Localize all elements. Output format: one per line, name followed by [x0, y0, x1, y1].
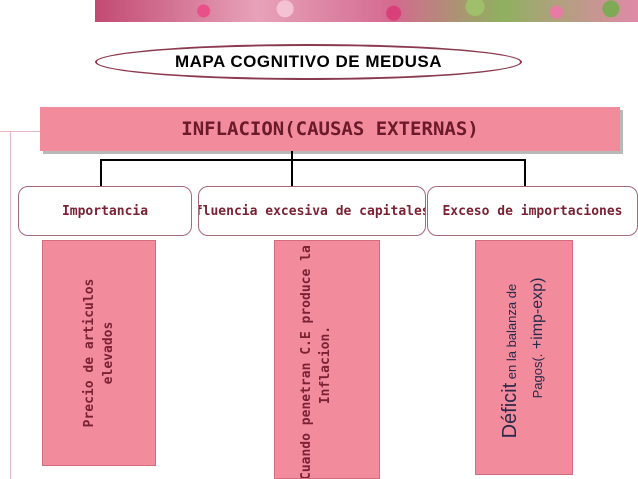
diagram-title-text: MAPA COGNITIVO DE MEDUSA — [174, 52, 442, 71]
connector-right — [524, 159, 526, 186]
detail-line: Pagos(. +imp-exp) — [525, 277, 551, 438]
diagram-title: MAPA COGNITIVO DE MEDUSA — [95, 44, 522, 80]
detail-fragment: Pagos(. — [530, 353, 545, 398]
detail-column-afluencia: Cuando penetran C.E produce la Inflacion… — [274, 240, 380, 479]
detail-text: Precio de articulos elevados — [80, 279, 118, 428]
detail-emphasis: Déficit — [499, 382, 521, 438]
decorative-line-side — [10, 131, 11, 479]
detail-line: elevados — [101, 321, 116, 385]
branch-label: Exceso de importaciones — [442, 203, 623, 219]
main-concept-box: INFLACION(CAUSAS EXTERNAS) — [40, 107, 620, 151]
detail-column-exceso: Déficit en la balanza de Pagos(. +imp-ex… — [475, 240, 573, 475]
branch-node-importancia: Importancia — [18, 186, 192, 236]
branch-label: Importancia — [61, 203, 149, 219]
detail-fragment: en la balanza de — [504, 283, 519, 383]
detail-line: Inflacion. — [318, 325, 333, 405]
detail-column-importancia: Precio de articulos elevados — [42, 240, 156, 466]
detail-emphasis: +imp-exp) — [529, 277, 546, 354]
detail-line: Precio de articulos — [82, 278, 97, 428]
connector-left — [100, 159, 102, 186]
connector-horizontal — [100, 159, 526, 161]
branch-node-afluencia: Afluencia excesiva de capitales — [198, 186, 426, 236]
detail-text: Déficit en la balanza de Pagos(. +imp-ex… — [497, 277, 551, 438]
main-concept-text: INFLACION(CAUSAS EXTERNAS) — [181, 118, 479, 140]
detail-text: Cuando penetran C.E produce la Inflacion… — [297, 245, 335, 479]
detail-line: Déficit en la balanza de — [497, 277, 525, 438]
branch-label: Afluencia excesiva de capitales — [198, 203, 426, 219]
decorative-banner — [95, 0, 638, 22]
connector-trunk — [291, 151, 293, 160]
branch-node-exceso: Exceso de importaciones — [427, 186, 638, 236]
detail-line: Cuando penetran C.E produce la — [299, 245, 314, 479]
connector-center — [291, 159, 293, 186]
decorative-line — [0, 131, 40, 132]
